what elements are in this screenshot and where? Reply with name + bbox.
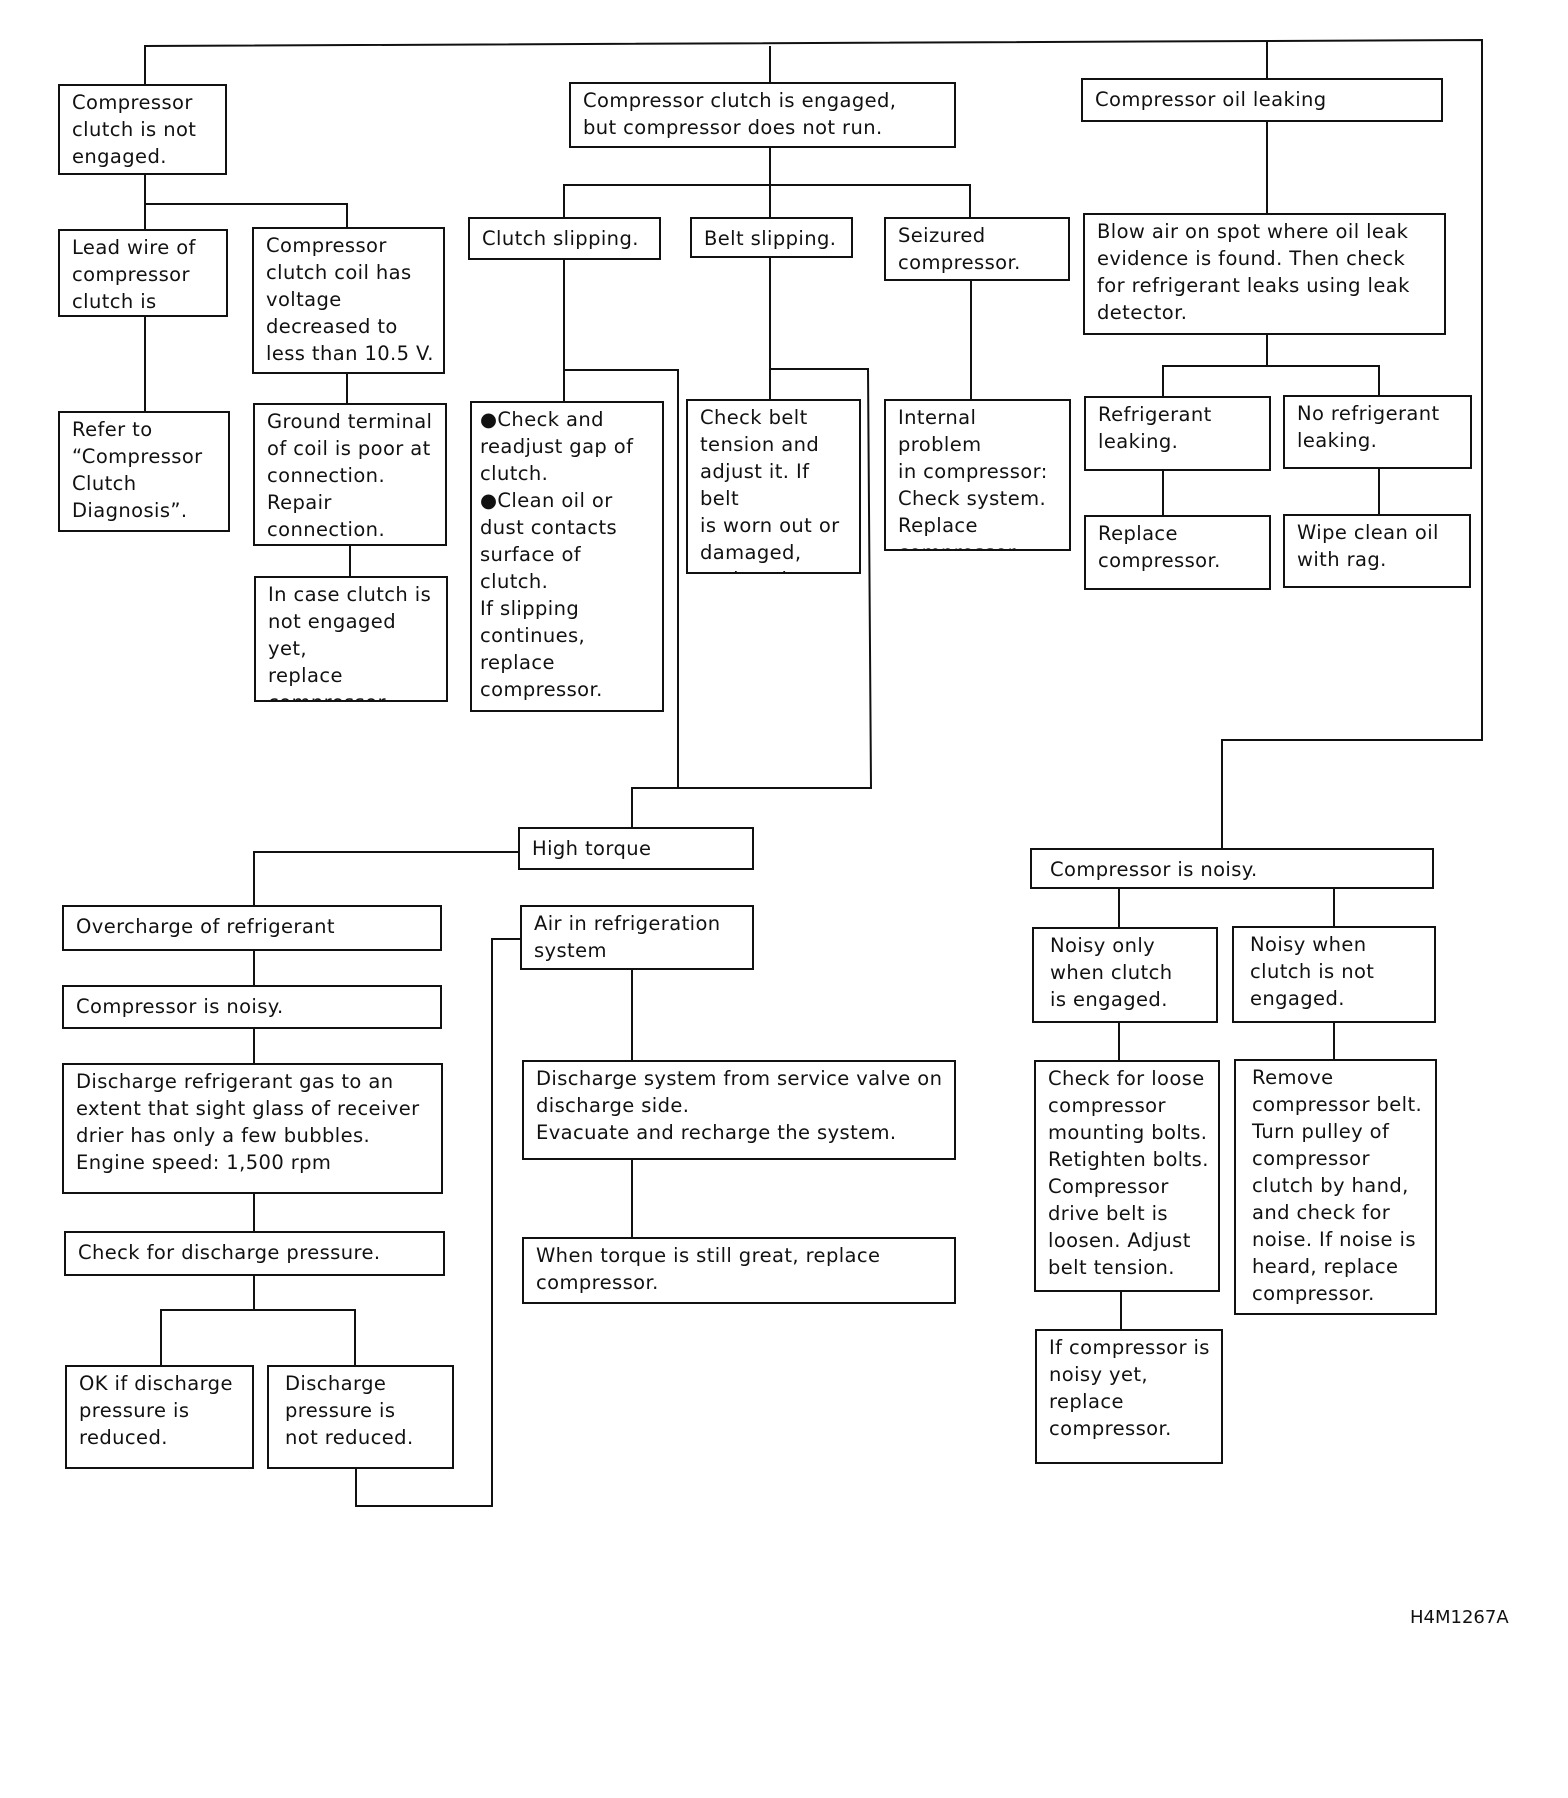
node-check-discharge-pressure: Check for discharge pressure. bbox=[64, 1231, 445, 1276]
node-internal-problem: Internal problem in compressor: Check sy… bbox=[884, 399, 1071, 551]
node-noisy-when-not-engaged: Noisy when clutch is not engaged. bbox=[1232, 926, 1436, 1023]
node-lead-wire-dead: Lead wire of compressor clutch is dead. bbox=[58, 229, 228, 317]
node-wipe-clean: Wipe clean oil with rag. bbox=[1283, 514, 1471, 588]
node-noisy-when-engaged: Noisy only when clutch is engaged. bbox=[1032, 927, 1218, 1023]
node-ground-terminal-poor: Ground terminal of coil is poor at conne… bbox=[253, 403, 447, 546]
node-remove-belt-turn-pulley: Remove compressor belt. Turn pulley of c… bbox=[1234, 1059, 1437, 1315]
connector bbox=[145, 203, 348, 228]
node-high-torque: High torque bbox=[518, 827, 754, 870]
node-engaged-not-run: Compressor clutch is engaged, but compre… bbox=[569, 82, 956, 148]
node-torque-still-great: When torque is still great, replace comp… bbox=[522, 1237, 956, 1304]
node-clutch-slipping: Clutch slipping. bbox=[468, 217, 661, 260]
connector bbox=[1162, 365, 1380, 396]
node-oil-leaking: Compressor oil leaking bbox=[1081, 78, 1443, 122]
node-not-engaged-replace: In case clutch is not engaged yet, repla… bbox=[254, 576, 448, 702]
node-ok-pressure-reduced: OK if discharge pressure is reduced. bbox=[65, 1365, 254, 1469]
node-seizured-compressor: Seizured compressor. bbox=[884, 217, 1070, 281]
connector bbox=[160, 1309, 356, 1366]
top-header-line bbox=[144, 38, 1483, 849]
node-belt-slipping: Belt slipping. bbox=[690, 217, 853, 258]
node-refrigerant-leaking: Refrigerant leaking. bbox=[1084, 396, 1271, 471]
node-no-refrigerant-leaking: No refrigerant leaking. bbox=[1283, 395, 1472, 469]
node-compressor-noisy-right: Compressor is noisy. bbox=[1030, 848, 1434, 889]
connector bbox=[563, 184, 971, 218]
node-compressor-noisy-left: Compressor is noisy. bbox=[62, 985, 442, 1029]
connector bbox=[253, 851, 518, 906]
node-check-gap-clean: ●Check and readjust gap of clutch. ●Clea… bbox=[470, 401, 664, 712]
node-coil-voltage-low: Compressor clutch coil has voltage decre… bbox=[252, 227, 445, 374]
node-noisy-yet-replace: If compressor is noisy yet, replace comp… bbox=[1035, 1329, 1223, 1464]
connector bbox=[563, 259, 679, 788]
node-discharge-refrigerant-gas: Discharge refrigerant gas to an extent t… bbox=[62, 1063, 443, 1194]
node-replace-compressor: Replace compressor. bbox=[1084, 515, 1271, 590]
figure-code: H4M1267A bbox=[1410, 1607, 1509, 1628]
node-pressure-not-reduced: Discharge pressure is not reduced. bbox=[267, 1365, 454, 1469]
connector bbox=[355, 938, 520, 1507]
node-refer-clutch-diagnosis: Refer to “Compressor Clutch Diagnosis”. bbox=[58, 411, 230, 532]
node-discharge-evacuate-recharge: Discharge system from service valve on d… bbox=[522, 1060, 956, 1160]
node-check-belt-tension: Check belt tension and adjust it. If bel… bbox=[686, 399, 861, 574]
node-overcharge-refrigerant: Overcharge of refrigerant bbox=[62, 905, 442, 951]
connector bbox=[631, 257, 873, 828]
node-check-loose-bolts: Check for loose compressor mounting bolt… bbox=[1034, 1060, 1220, 1292]
node-clutch-not-engaged: Compressor clutch is not engaged. bbox=[58, 84, 227, 175]
node-blow-air-check: Blow air on spot where oil leak evidence… bbox=[1083, 213, 1446, 335]
node-air-in-refrigeration-system: Air in refrigeration system bbox=[520, 905, 754, 970]
